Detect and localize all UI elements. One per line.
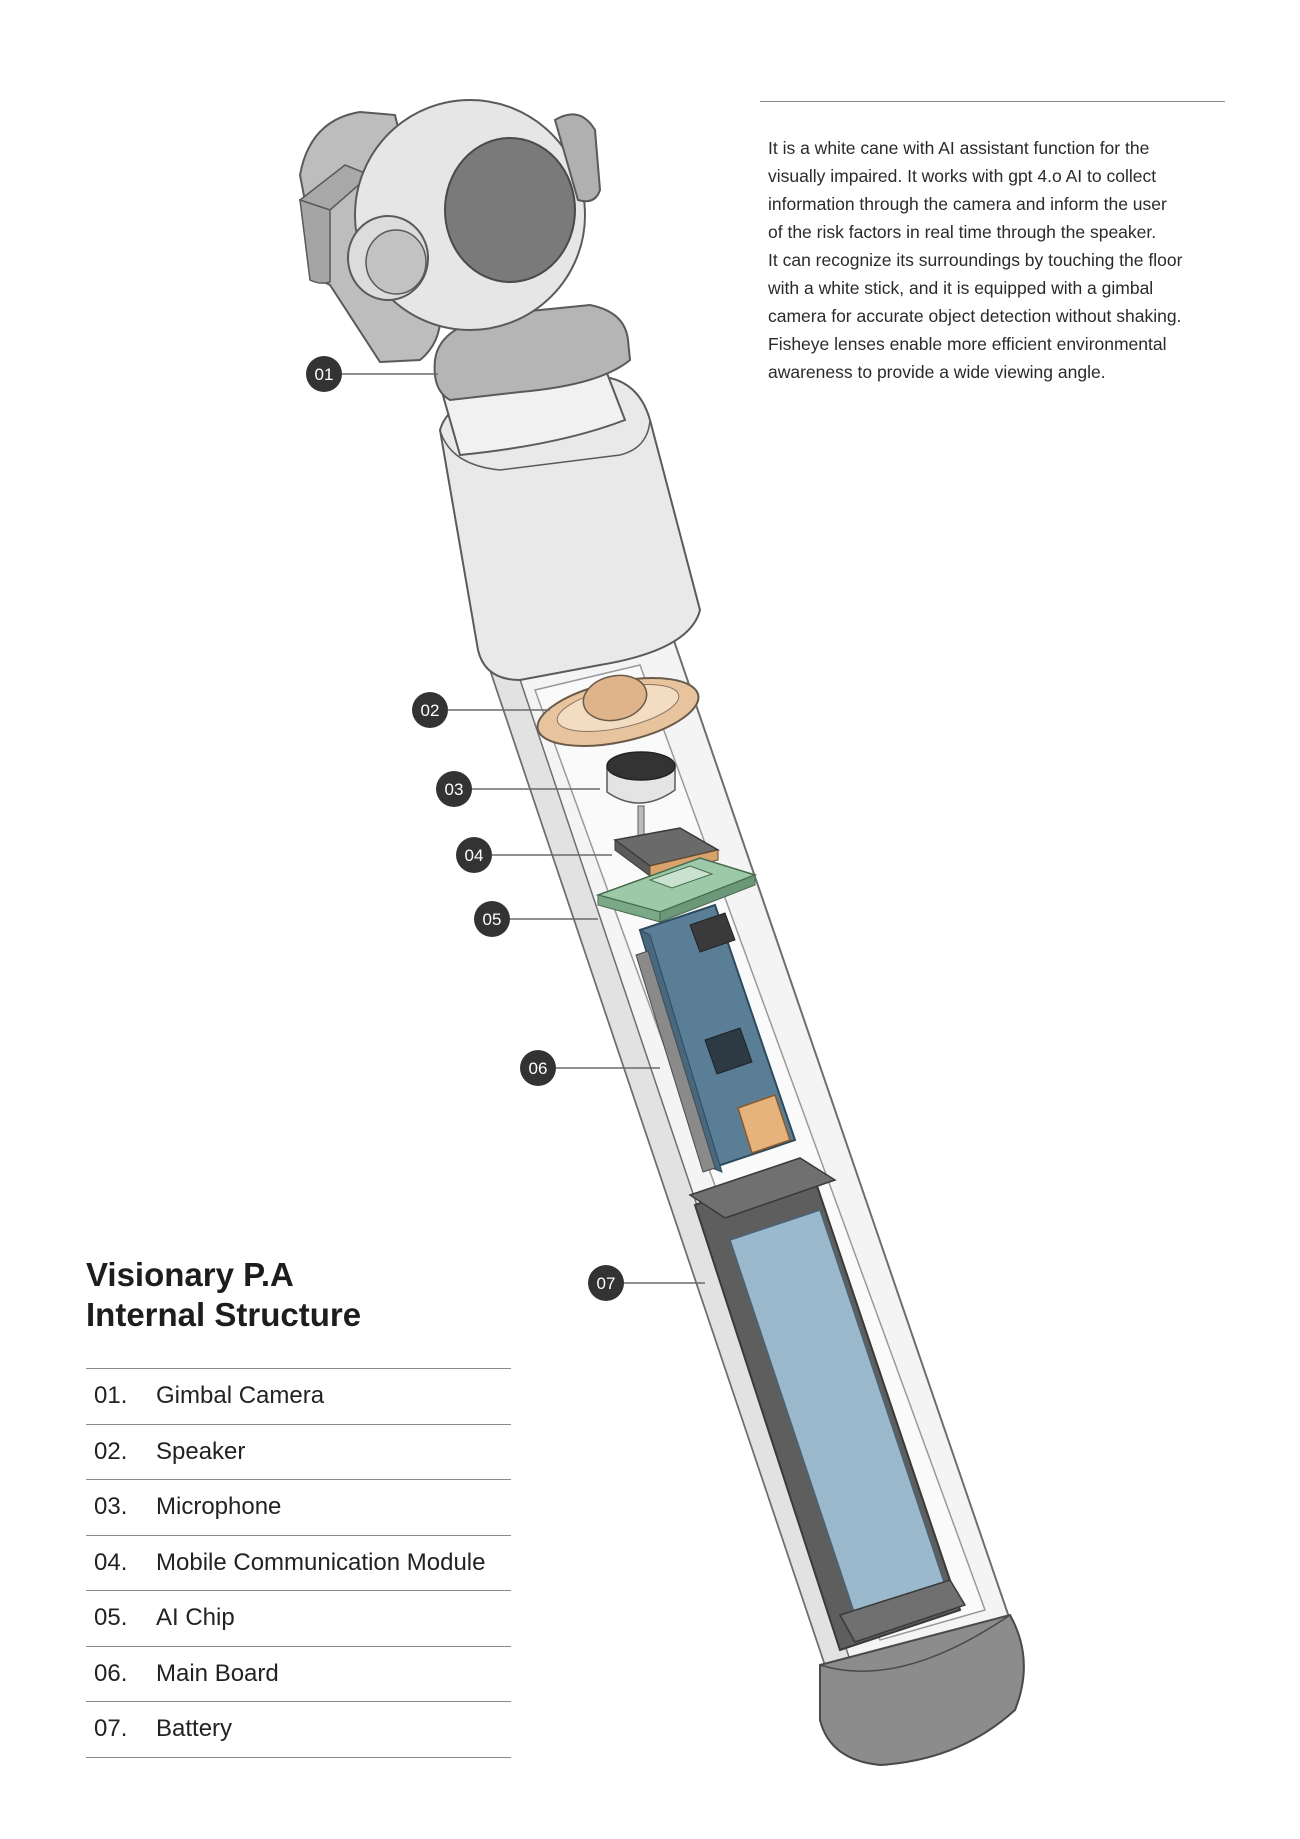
part-number: 06. [94,1659,128,1687]
speaker-illustration [536,674,700,747]
description-text: It is a white cane with AI assistant fun… [768,138,1183,382]
list-item: 06. Main Board [86,1647,511,1702]
list-item: 02. Speaker [86,1425,511,1480]
part-number: 07. [94,1715,128,1743]
part-label: Microphone [156,1493,282,1521]
callout-03-label: 03 [445,780,464,799]
page-title: Visionary P.A Internal Structure [86,1255,361,1335]
part-label: Gimbal Camera [156,1382,325,1410]
callout-04: 04 [456,837,492,873]
part-label: Speaker [156,1437,246,1465]
gimbal-camera [298,99,632,402]
callout-07-label: 07 [597,1274,616,1293]
part-number: 02. [94,1437,128,1465]
callout-03: 03 [436,771,472,807]
handle [438,353,702,682]
callout-02: 02 [412,692,448,728]
main-board-illustration [635,903,797,1173]
parts-list: 01. Gimbal Camera 02. Speaker 03. Microp… [86,1368,511,1758]
list-item: 05. AI Chip [86,1591,511,1647]
microphone-illustration [606,751,676,837]
battery-illustration [688,1157,967,1652]
callout-06: 06 [520,1050,556,1086]
part-label: Battery [156,1715,233,1743]
part-label: AI Chip [156,1604,235,1632]
part-label: Mobile Communication Module [156,1548,486,1576]
part-number: 05. [94,1604,128,1632]
list-item: 07. Battery [86,1702,511,1758]
title-line-1: Visionary P.A [86,1256,294,1293]
callout-leaders [342,373,705,1284]
ai-chip-illustration [595,857,758,923]
callout-07: 07 [588,1265,624,1301]
part-label: Main Board [156,1659,279,1687]
callout-01-label: 01 [315,365,334,384]
title-line-2: Internal Structure [86,1296,362,1333]
callout-04-label: 04 [465,846,484,865]
callout-05-label: 05 [483,910,502,929]
callout-01: 01 [306,356,342,392]
callout-05: 05 [474,901,510,937]
top-divider [760,101,1225,102]
bottom-cap [819,1613,1025,1767]
callout-02-label: 02 [421,701,440,720]
callout-06-label: 06 [529,1059,548,1078]
part-number: 04. [94,1548,128,1576]
list-item: 04. Mobile Communication Module [86,1536,511,1591]
part-number: 01. [94,1382,128,1410]
list-item: 03. Microphone [86,1480,511,1536]
part-number: 03. [94,1493,128,1521]
list-item: 01. Gimbal Camera [86,1369,511,1425]
